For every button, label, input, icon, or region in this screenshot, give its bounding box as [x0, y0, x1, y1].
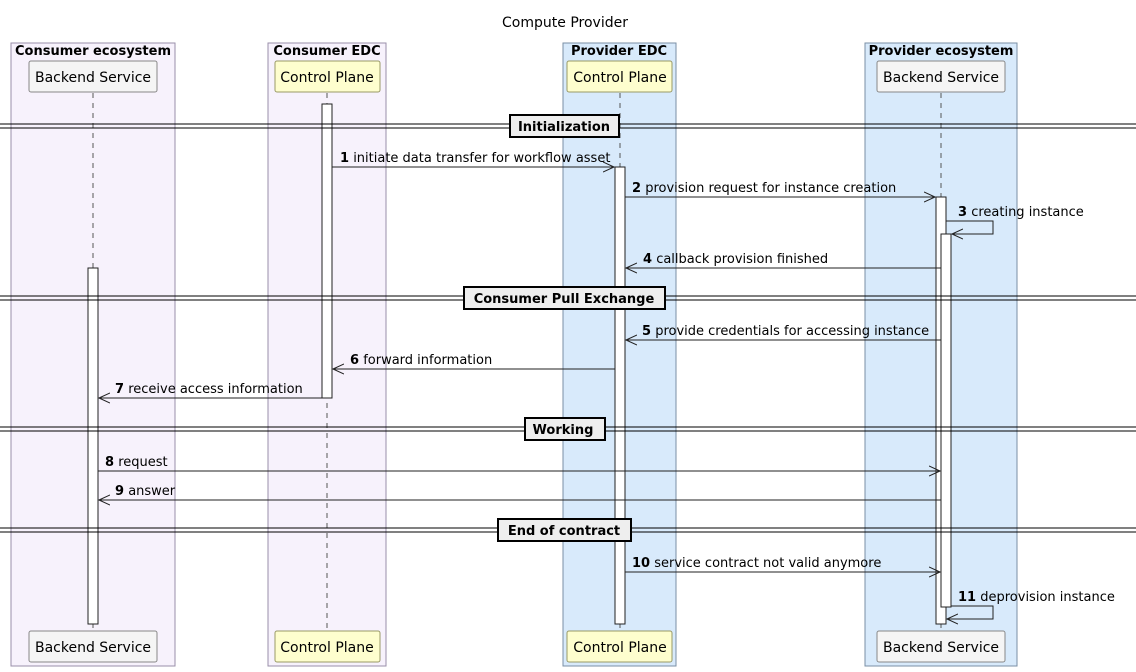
participant-consumer-control-plane-top-box — [274, 60, 381, 93]
divider-initialization-box — [509, 114, 620, 138]
message-9-number: 9 — [115, 484, 124, 499]
message-5-number: 5 — [642, 324, 651, 339]
message-7-label: 7 receive access information — [115, 382, 303, 397]
participant-consumer-control-plane-bottom-box — [274, 630, 381, 663]
message-2-label: 2 provision request for instance creatio… — [632, 181, 896, 196]
box-provider-ecosystem-label: Provider ecosystem — [869, 44, 1014, 59]
divider-initialization-label: Initialization — [518, 120, 610, 135]
participant-consumer-backend-bottom: Backend Service — [28, 630, 158, 663]
message-4-text: callback provision finished — [656, 252, 828, 267]
message-6-label: 6 forward information — [350, 353, 492, 368]
message-1-label: 1 initiate data transfer for workflow as… — [340, 151, 610, 166]
participant-provider-control-plane-top: Control Plane — [566, 60, 673, 93]
diagram-title: Compute Provider — [502, 15, 628, 31]
divider-initialization: Initialization — [0, 114, 1136, 138]
message-3-number: 3 — [958, 205, 967, 220]
message-6-text: forward information — [363, 353, 492, 368]
message-7-number: 7 — [115, 382, 124, 397]
activation-consumer-control-plane — [321, 103, 333, 399]
message-1-text: initiate data transfer for workflow asse… — [353, 151, 610, 166]
message-4-label: 4 callback provision finished — [643, 252, 828, 267]
participant-consumer-backend-bottom-label: Backend Service — [35, 640, 151, 656]
participant-consumer-control-plane-top-label: Control Plane — [280, 70, 373, 86]
participant-provider-backend-top: Backend Service — [876, 60, 1006, 93]
participant-consumer-backend-top-box — [28, 60, 158, 93]
message-3-label: 3 creating instance — [958, 205, 1084, 220]
message-5-text: provide credentials for accessing instan… — [655, 324, 929, 339]
message-6-number: 6 — [350, 353, 359, 368]
message-11-arrow — [947, 605, 994, 619]
participant-provider-backend-bottom-box — [876, 630, 1006, 663]
divider-consumer-pull-exchange-box — [463, 286, 666, 310]
message-8-number: 8 — [105, 455, 114, 470]
participant-consumer-backend-bottom-box — [28, 630, 158, 663]
message-11-label: 11 deprovision instance — [958, 590, 1115, 605]
message-7-text: receive access information — [128, 382, 303, 397]
box-provider-edc-label: Provider EDC — [571, 44, 667, 59]
divider-consumer-pull-exchange: Consumer Pull Exchange — [0, 286, 1136, 310]
message-4-number: 4 — [643, 252, 652, 267]
participant-provider-control-plane-top-label: Control Plane — [573, 70, 666, 86]
divider-end-of-contract-box — [497, 518, 632, 542]
message-8-label: 8 request — [105, 455, 168, 470]
message-9-text: answer — [128, 484, 176, 499]
participant-provider-control-plane-bottom-label: Control Plane — [573, 640, 666, 656]
message-9-label: 9 answer — [115, 484, 176, 499]
participant-consumer-control-plane-bottom-label: Control Plane — [280, 640, 373, 656]
divider-working-box — [524, 417, 606, 441]
message-10-number: 10 — [632, 556, 650, 571]
participant-provider-backend-bottom: Backend Service — [876, 630, 1006, 663]
activation-provider-backend-inner — [940, 233, 952, 608]
participant-provider-backend-top-box — [876, 60, 1006, 93]
divider-end-of-contract-label: End of contract — [508, 524, 620, 539]
activation-provider-control-plane — [614, 166, 626, 625]
message-5-label: 5 provide credentials for accessing inst… — [642, 324, 929, 339]
message-1-number: 1 — [340, 151, 349, 166]
participant-provider-backend-top-label: Backend Service — [883, 70, 999, 86]
message-10-label: 10 service contract not valid anymore — [632, 556, 881, 571]
divider-consumer-pull-exchange-label: Consumer Pull Exchange — [474, 292, 655, 307]
participant-provider-control-plane-bottom: Control Plane — [566, 630, 673, 663]
divider-end-of-contract: End of contract — [0, 518, 1136, 542]
message-3-arrow — [946, 220, 994, 234]
message-2-number: 2 — [632, 181, 641, 196]
participant-consumer-control-plane-bottom: Control Plane — [274, 630, 381, 663]
participant-provider-control-plane-bottom-box — [566, 630, 673, 663]
box-consumer-ecosystem-label: Consumer ecosystem — [15, 44, 171, 59]
activation-consumer-backend — [87, 267, 99, 625]
participant-consumer-backend-top-label: Backend Service — [35, 70, 151, 86]
message-10-text: service contract not valid anymore — [654, 556, 881, 571]
message-3-text: creating instance — [971, 205, 1084, 220]
message-2-text: provision request for instance creation — [645, 181, 896, 196]
message-11-text: deprovision instance — [980, 590, 1115, 605]
box-consumer-edc-label: Consumer EDC — [273, 44, 380, 59]
message-11-number: 11 — [958, 590, 976, 605]
participant-provider-backend-bottom-label: Backend Service — [883, 640, 999, 656]
divider-working-label: Working — [533, 423, 594, 438]
divider-working: Working — [0, 417, 1136, 441]
participant-consumer-control-plane-top: Control Plane — [274, 60, 381, 93]
participant-provider-control-plane-top-box — [566, 60, 673, 93]
participant-consumer-backend-top: Backend Service — [28, 60, 158, 93]
message-8-text: request — [118, 455, 167, 470]
